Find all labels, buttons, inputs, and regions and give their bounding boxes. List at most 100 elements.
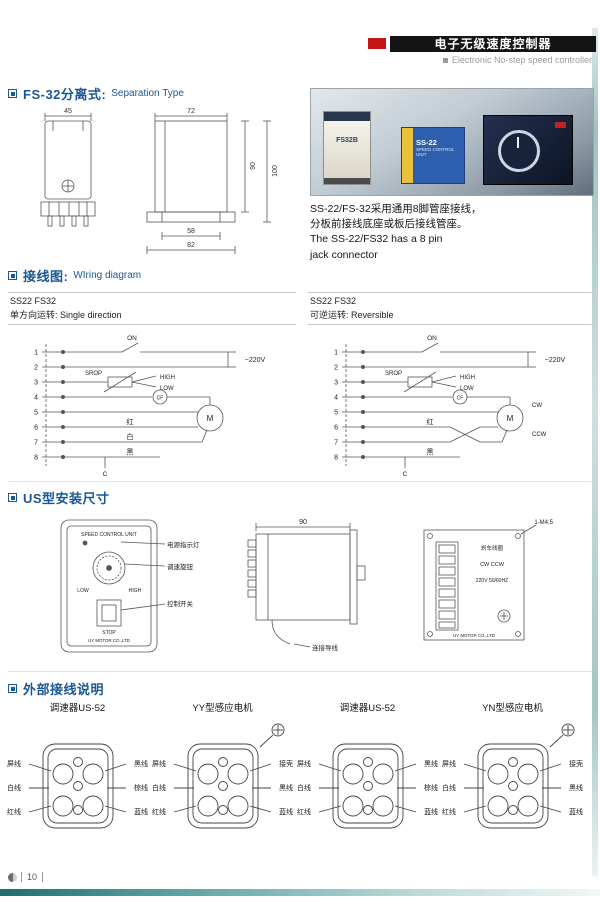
annotation-control-switch: 控制开关 [167,599,194,608]
photo-caption: SS-22/FS-32采用通用8脚管座接线， 分板前接线底座或板后接线管座。 T… [310,202,592,263]
page-footer: 10 [8,872,44,882]
dim-82: 82 [187,242,195,249]
terminal-4: 4 [334,395,338,402]
label-cw: CW [532,403,542,409]
label-ccw: CCW [532,432,547,438]
footer-gradient-bar [0,889,600,896]
connector-label-1: YY型感应电机 [192,703,253,714]
label-high: HIGH [160,375,175,381]
caption-line: 分板前接线底座或板后接线管座。 [310,218,468,231]
section-bullet-icon [8,271,17,280]
section-title-separation: FS-32分离式: Separation Type [8,84,184,103]
connector-label-3: YN型感应电机 [482,703,543,714]
connector-label-2: 调速器US-52 [339,703,396,714]
us-side-view-drawing: 90 连接导线 [247,519,366,652]
back-brand: UY MOTOR CO.,LTD [453,633,495,638]
back-label-voltage: 220V 50/60HZ [476,578,508,584]
terminal-5: 5 [334,410,338,417]
page-number: 10 [21,872,44,882]
connector-label-0: 调速器US-52 [49,703,106,714]
wire-label: 屏线 [152,759,166,768]
panel-stop: STOP [102,630,116,636]
label-on: ON [427,335,437,342]
wiring-mode-en: Reversible [348,310,394,320]
wire-label: 黑线 [569,783,583,792]
wiring-mode-cn: 单方向运转: [10,310,58,320]
terminal-6: 6 [334,425,338,432]
wire-label: 白线 [442,783,456,792]
back-label-cwccw: CW CCW [480,562,505,568]
wire-label: 红线 [442,807,456,816]
section-title-external-wiring: 外部接线说明 [8,679,104,698]
annotation-power-lamp: 电源指示灯 [167,540,200,549]
wiring-header-single: SS22 FS32 单方向运转: Single direction [8,292,296,325]
section-bullet-icon [8,684,17,693]
device-red-badge [555,122,566,128]
label-motor: M [207,414,214,423]
wiring-mode: 可逆运转: Reversible [310,308,594,321]
back-label-brake: 刹车线圈 [481,544,504,552]
caption-line: jack connector [310,248,378,261]
wire-label: 蓝线 [424,807,438,816]
wire-label: 蓝线 [134,807,148,816]
label-cf: CF [157,396,164,402]
dial-knob [498,130,540,172]
label-low: LOW [460,386,474,392]
connector-drawing-controller-1: 屏线 白线 红线 黑线 棕线 蓝线 [7,743,148,829]
section-title-wiring: 接线图: WIring diagram [8,266,141,285]
label-220v: ~220V [245,357,266,364]
label-high: HIGH [460,375,475,381]
terminal-7: 7 [334,440,338,447]
terminal-8: 8 [34,455,38,462]
section-title-cn: 接线图: [23,269,69,284]
terminal-6: 6 [34,425,38,432]
panel-title: SPEED CONTROL UNIT [81,532,137,538]
label-c: C [103,471,108,478]
right-decor-strip [592,28,598,876]
terminal-1: 1 [34,350,38,357]
wiring-diagram-single: 1 2 3 4 5 6 7 8 ON ~220V SROP HIGH LOW C… [34,335,266,478]
wiring-header-reversible: SS22 FS32 可逆运转: Reversible [308,292,596,325]
dim-90-side: 90 [299,519,307,526]
wire-label: 白线 [7,783,21,792]
label-220v: ~220V [545,357,566,364]
wiring-mode-cn: 可逆运转: [310,310,349,320]
connector-drawing-yy-motor: 屏线 白线 红线 接壳 黑线 蓝线 [152,723,293,829]
label-wire-red: 红 [127,417,134,426]
device-dial-controller [483,115,573,185]
terminal-4: 4 [34,395,38,402]
label-on: ON [127,335,137,342]
section-title-cn: 外部接线说明 [23,682,105,697]
label-wire-red: 红 [427,417,434,426]
wiring-mode-en: Single direction [57,310,122,320]
wire-label: 白线 [152,783,166,792]
us-back-view-drawing: 1-M4.5 刹车线圈 CW CCW 220V 50/60HZ UY MOTOR… [423,520,554,641]
wiring-model: SS22 FS32 [10,296,57,306]
label-c: C [403,471,408,478]
terminal-7: 7 [34,440,38,447]
section-title-us-mount: US型安装尺寸 [8,488,110,507]
wire-label: 棕线 [134,783,148,792]
section-bullet-icon [8,89,17,98]
dim-45: 45 [64,108,72,115]
product-photo: FS32B SS-22 SPEED CONTROL UNIT [310,88,594,196]
square-bullet-icon [442,57,448,63]
dim-72: 72 [187,108,195,115]
label-srop: SROP [85,371,102,377]
section-divider [8,481,592,482]
us-front-panel-drawing: SPEED CONTROL UNIT LOW HIGH STOP UY MOTO… [60,519,200,653]
section-title-cn: US型安装尺寸 [23,491,110,506]
dimension-drawing-fs32: 45 72 90 100 58 82 [40,108,279,254]
page-subtitle-text: Electronic No-step speed controller [451,55,592,65]
device-ss22: SS-22 SPEED CONTROL UNIT [401,127,465,184]
ground-icon [549,723,575,748]
wire-label: 黑线 [279,783,293,792]
label-motor: M [507,414,514,423]
connector-drawing-controller-2: 屏线 白线 红线 黑线 棕线 蓝线 [297,743,438,829]
wire-label: 接壳 [569,759,583,768]
device-ss22-side-label [402,128,413,183]
cable-label: 连接导线 [312,643,339,652]
section-title-en: WIring diagram [73,270,142,281]
label-srop: SROP [385,371,402,377]
wiring-mode: 单方向运转: Single direction [10,308,294,321]
